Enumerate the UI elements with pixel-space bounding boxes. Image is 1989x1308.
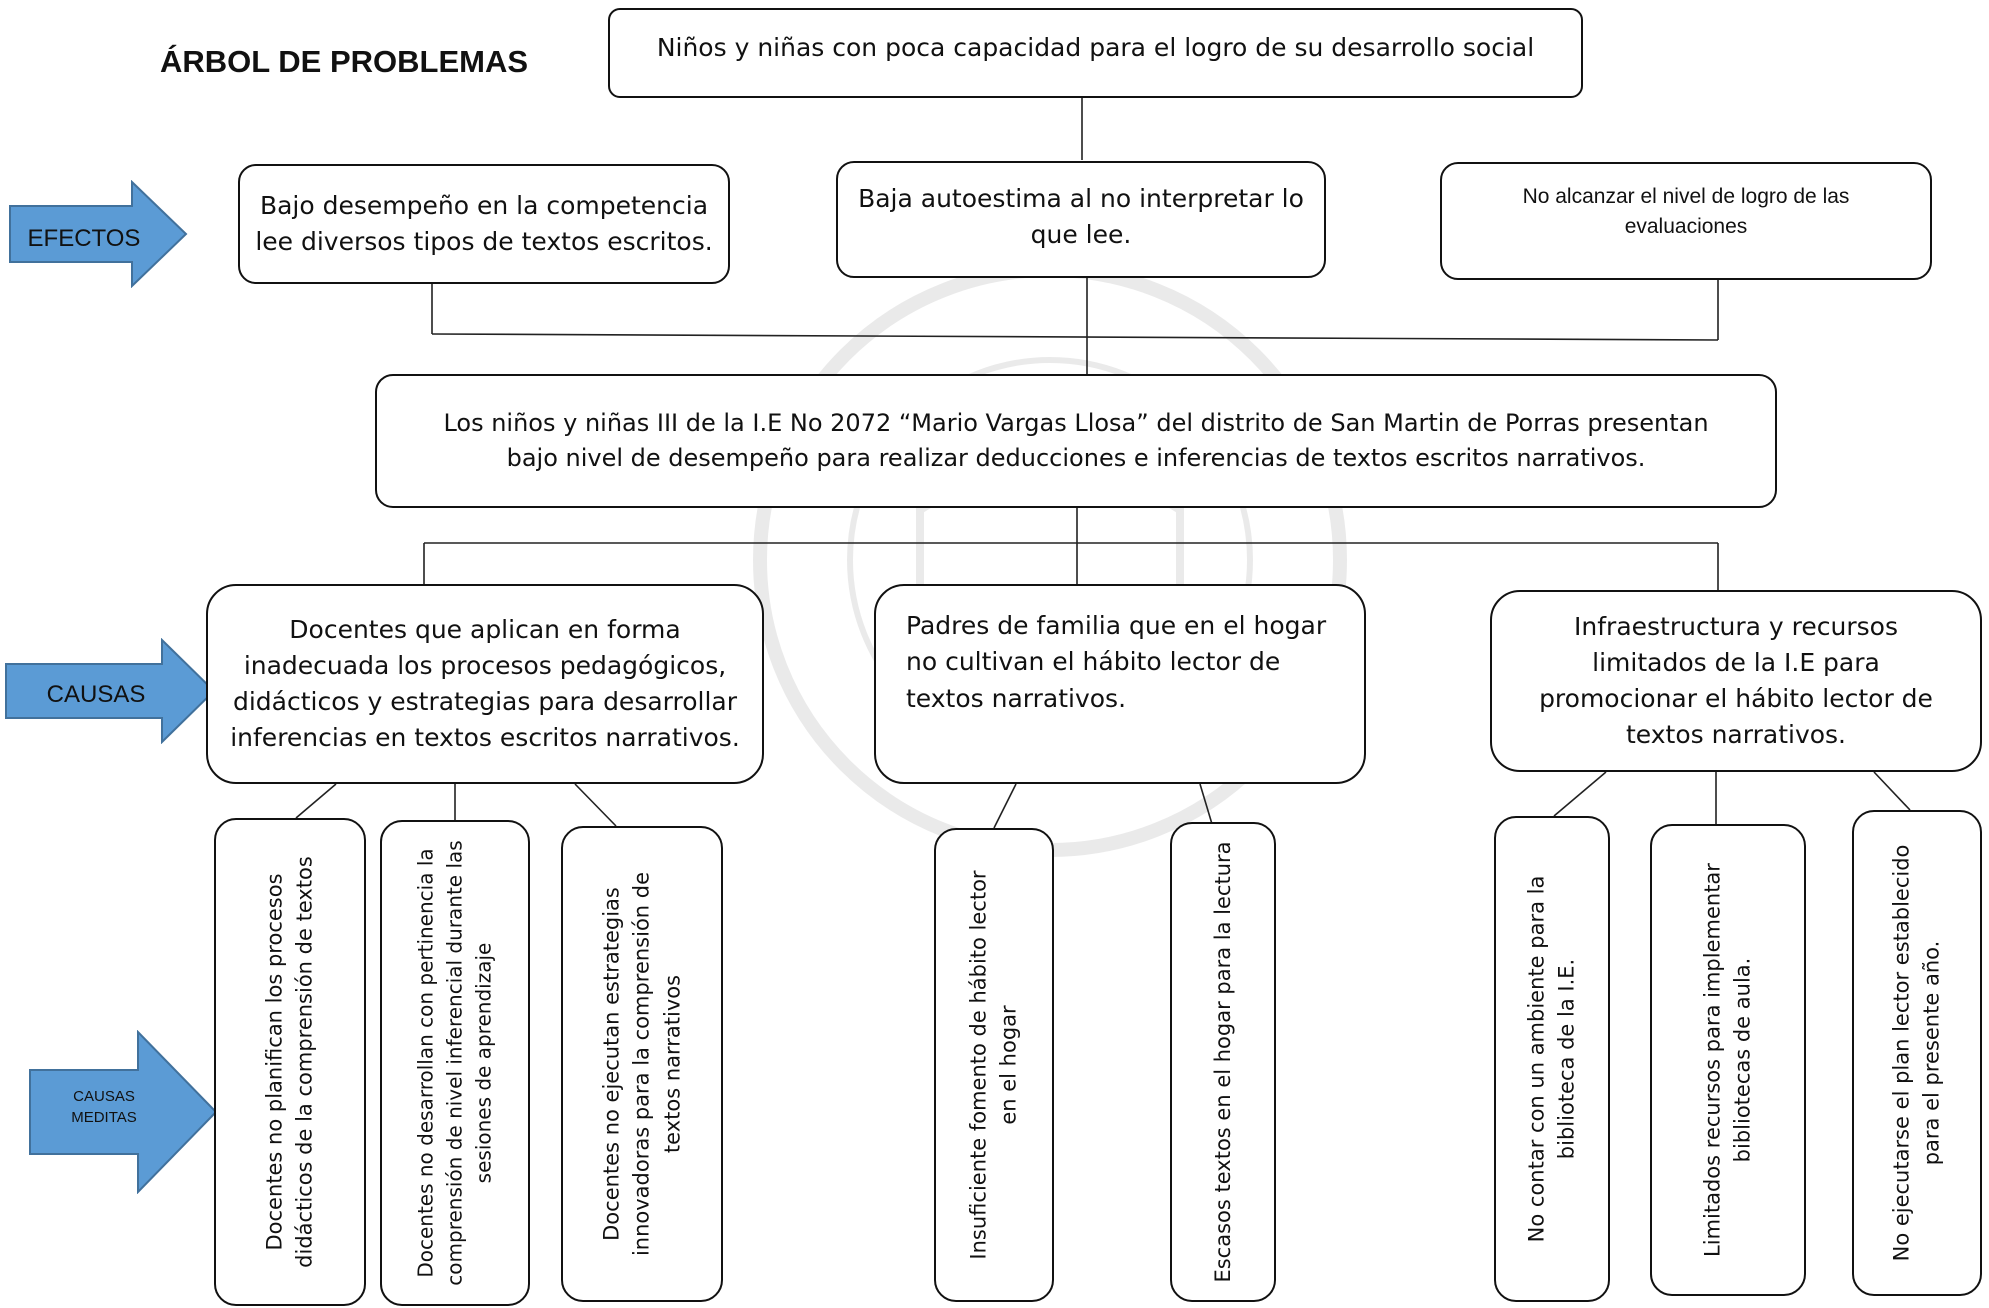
sub-cause-box-3: Docentes no ejecutan estrategias innovad… — [561, 826, 723, 1302]
sub-cause-box-1: Docentes no planifican los procesos didá… — [214, 818, 366, 1306]
sub-cause-text-6: No contar con un ambiente para la biblio… — [1524, 875, 1579, 1243]
effect-box-1: Bajo desempeño en la competencia lee div… — [238, 164, 730, 284]
cause-text-1: Docentes que aplican en forma inadecuada… — [230, 614, 740, 753]
causas-arrow-icon — [5, 638, 216, 744]
sub-cause-box-4: Insuficiente fomento de hábito lector en… — [934, 828, 1054, 1302]
sub-cause-text-5: Escasos textos en el hogar para la lectu… — [1210, 841, 1235, 1283]
sub-cause-box-6: No contar con un ambiente para la biblio… — [1494, 816, 1610, 1302]
effect-text-3: No alcanzar el nivel de logro de las eva… — [1522, 185, 1850, 239]
sub-cause-box-7: Limitados recursos para implementar bibl… — [1650, 824, 1806, 1296]
sub-cause-text-1: Docentes no planifican los procesos didá… — [262, 856, 317, 1268]
sub-cause-text-4: Insuficiente fomento de hábito lector en… — [966, 870, 1021, 1260]
sub-cause-box-2: Docentes no desarrollan con pertinencia … — [380, 820, 530, 1306]
causas-mediatas-arrow-icon — [29, 1030, 218, 1194]
effect-box-3: No alcanzar el nivel de logro de las eva… — [1440, 162, 1932, 280]
sub-cause-text-8: No ejecutarse el plan lector establecido… — [1889, 844, 1944, 1262]
sub-cause-text-7: Limitados recursos para implementar bibl… — [1700, 863, 1755, 1257]
cause-text-3: Infraestructura y recursos limitados de … — [1539, 611, 1933, 750]
causas-mediatas-label-line1: CAUSAS — [73, 1088, 135, 1105]
cause-box-1: Docentes que aplican en forma inadecuada… — [206, 584, 764, 784]
sub-cause-box-5: Escasos textos en el hogar para la lectu… — [1170, 822, 1276, 1302]
sub-cause-text-2: Docentes no desarrollan con pertinencia … — [413, 840, 496, 1286]
causas-mediatas-label: CAUSAS MEDITAS — [36, 1086, 172, 1128]
sub-cause-text-3: Docentes no ejecutan estrategias innovad… — [599, 871, 685, 1257]
cause-box-2: Padres de familia que en el hogar no cul… — [874, 584, 1366, 784]
sub-cause-box-8: No ejecutarse el plan lector establecido… — [1852, 810, 1982, 1296]
efectos-label: EFECTOS — [27, 225, 141, 252]
central-problem-text: Los niños y niñas III de la I.E No 2072 … — [443, 409, 1709, 472]
cause-box-3: Infraestructura y recursos limitados de … — [1490, 590, 1982, 772]
causas-mediatas-label-line2: MEDITAS — [71, 1109, 137, 1126]
top-effect-text: Niños y niñas con poca capacidad para el… — [656, 33, 1535, 62]
central-problem-box: Los niños y niñas III de la I.E No 2072 … — [375, 374, 1777, 508]
top-effect-box: Niños y niñas con poca capacidad para el… — [608, 8, 1583, 98]
effect-text-2: Baja autoestima al no interpretar lo que… — [858, 184, 1304, 250]
cause-text-2: Padres de familia que en el hogar no cul… — [906, 611, 1327, 713]
page-title: ÁRBOL DE PROBLEMAS — [160, 44, 529, 79]
causas-label: CAUSAS — [46, 681, 146, 708]
efectos-arrow-icon — [9, 180, 188, 288]
effect-text-1: Bajo desempeño en la competencia lee div… — [255, 190, 713, 256]
effect-box-2: Baja autoestima al no interpretar lo que… — [836, 161, 1326, 278]
